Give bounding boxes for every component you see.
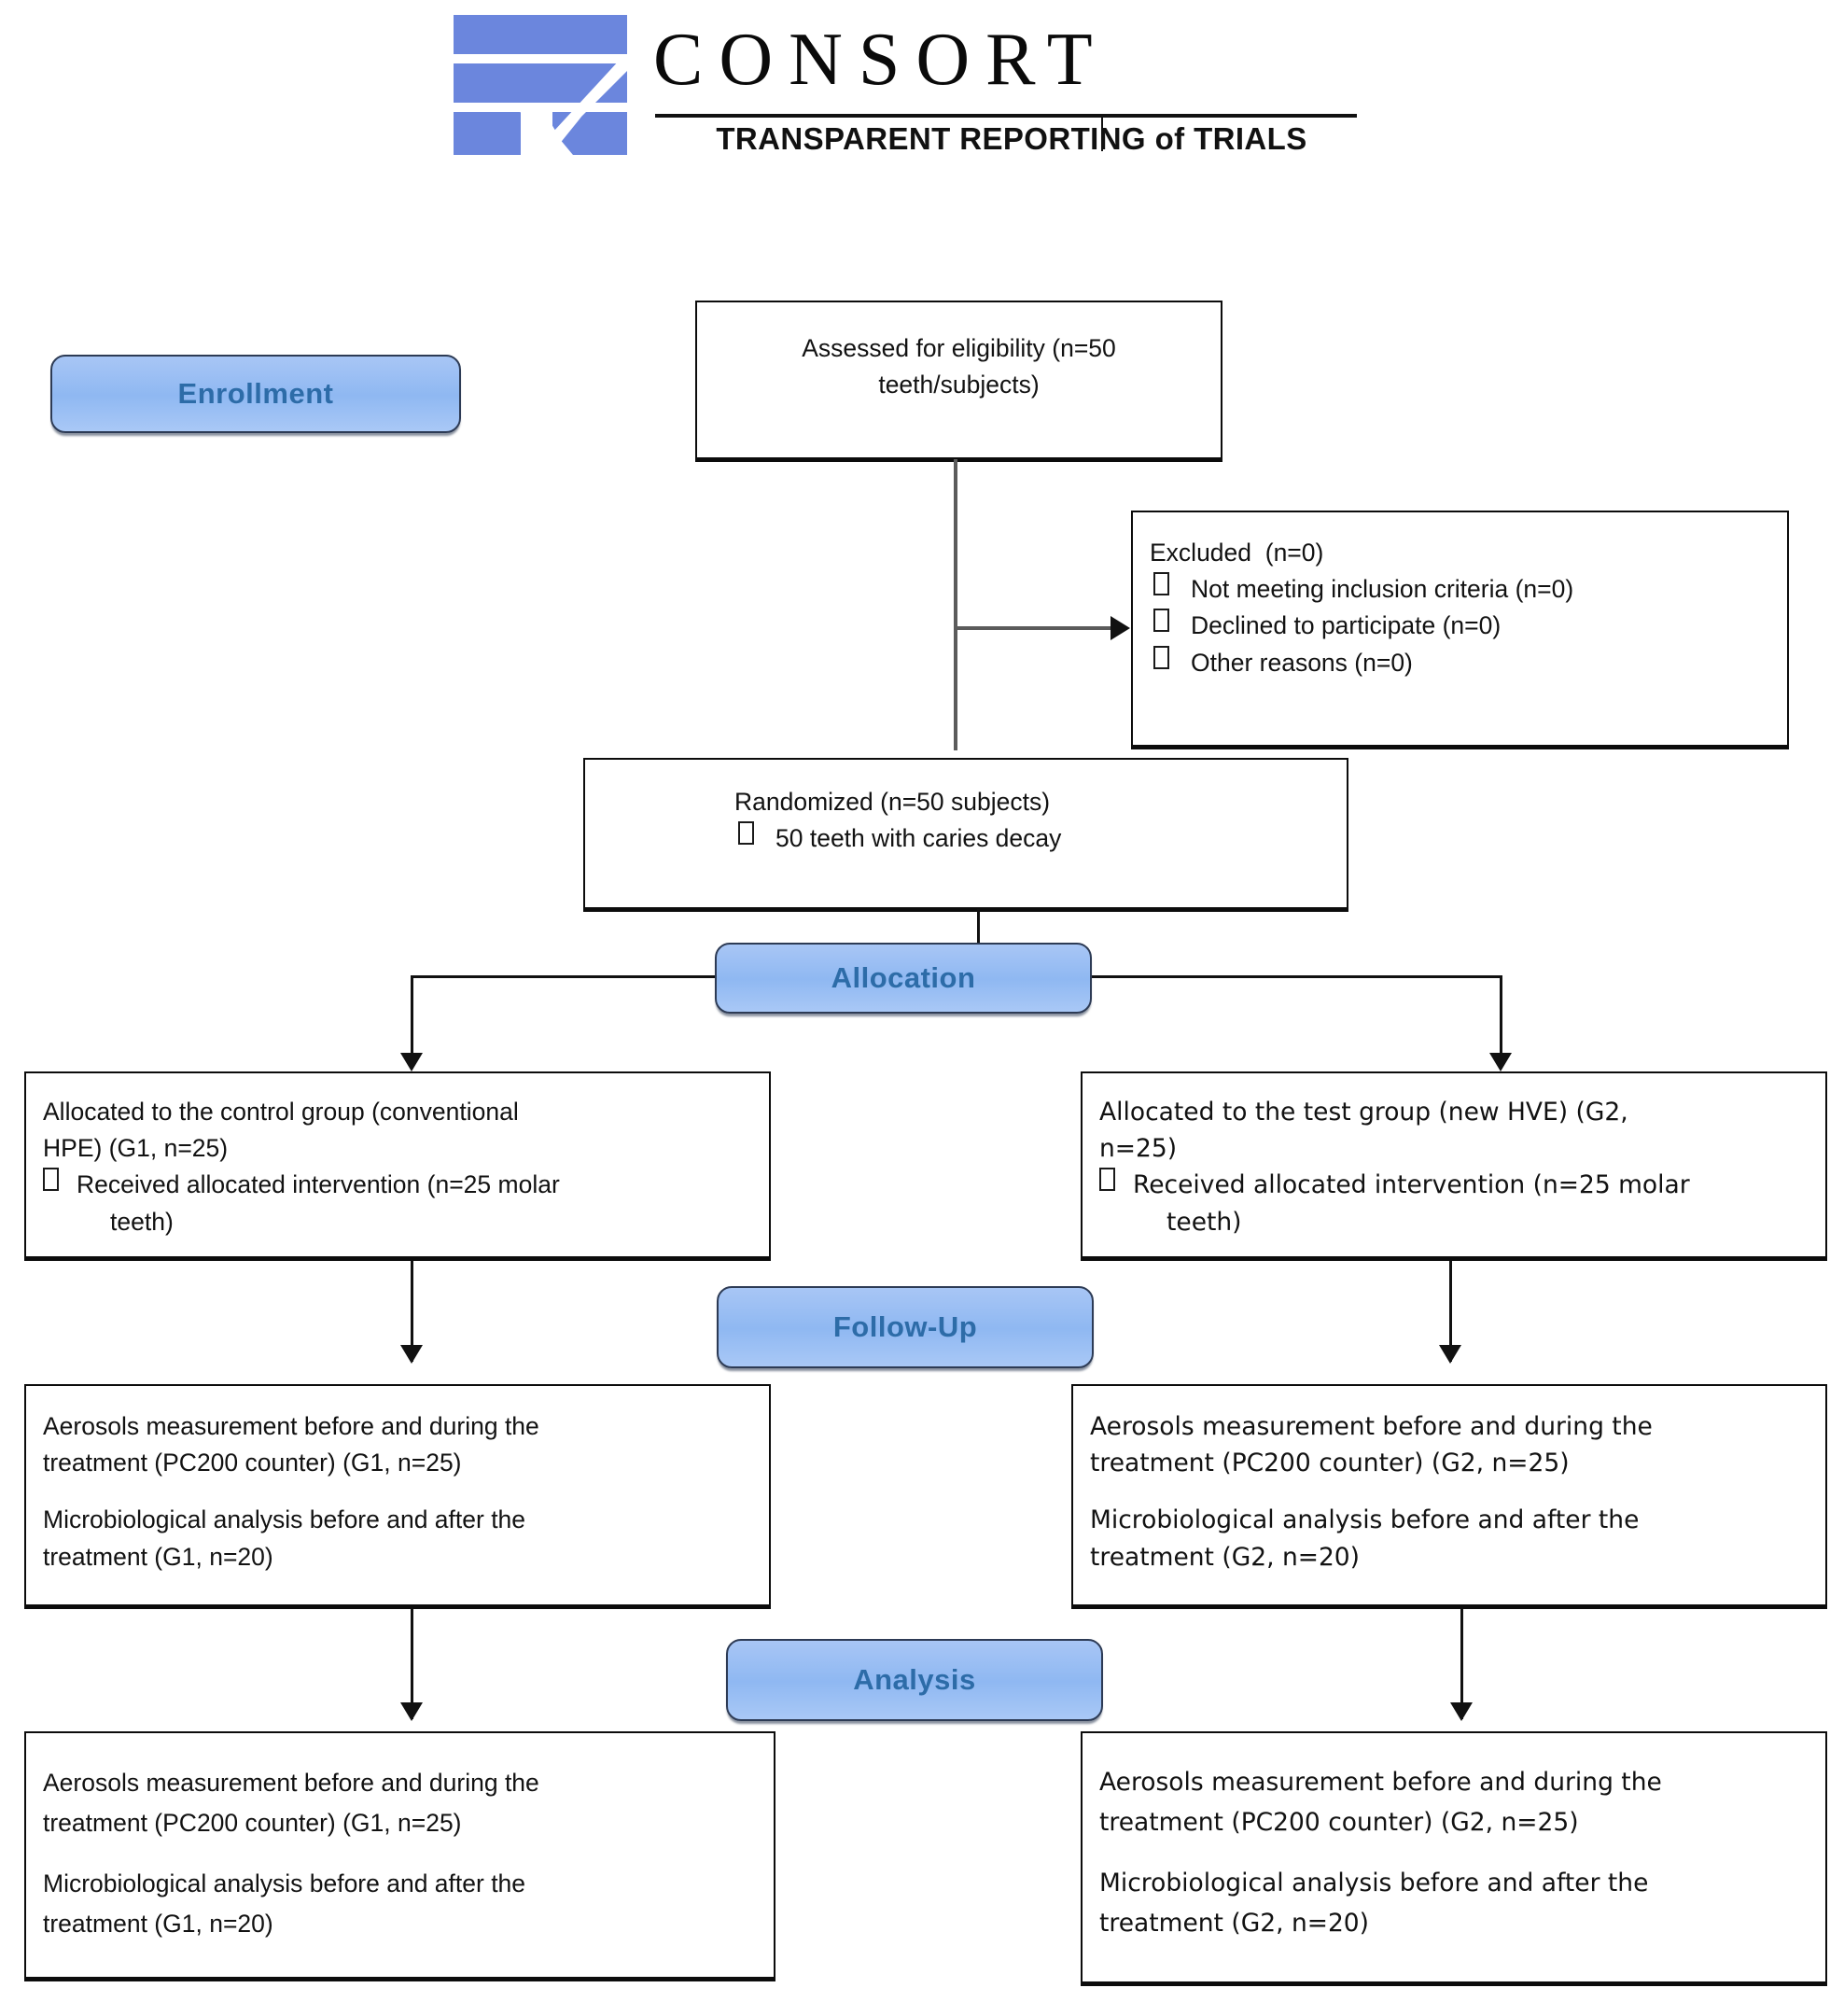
bullet-box-icon bbox=[1153, 645, 1169, 669]
phase-badge-followup: Follow-Up bbox=[717, 1286, 1094, 1368]
randomized-item: 50 teeth with caries decay bbox=[734, 820, 1309, 857]
excluded-item-1-label: Declined to participate (n=0) bbox=[1191, 611, 1502, 640]
arrowhead-analysis-right bbox=[1450, 1702, 1473, 1721]
analysis-right-p1-l2: treatment (PC200 counter) (G2, n=25) bbox=[1099, 1807, 1579, 1837]
analysis-left-p2-l1: Microbiological analysis before and afte… bbox=[43, 1869, 526, 1897]
excluded-title: Excluded (n=0) bbox=[1150, 539, 1324, 567]
consort-logo: CONSORT TRANSPARENT REPORTING of TRIALS bbox=[446, 13, 1379, 162]
excluded-item-1: Declined to participate (n=0) bbox=[1150, 608, 1774, 644]
arrowhead-to-excluded bbox=[1111, 616, 1130, 640]
randomized-item-label: 50 teeth with caries decay bbox=[775, 824, 1062, 853]
connector-follow-right-down bbox=[1460, 1609, 1463, 1719]
phase-badge-enrollment: Enrollment bbox=[50, 355, 461, 433]
box-analysis-test: Aerosols measurement before and during t… bbox=[1081, 1731, 1827, 1983]
alloc-left-bullet-cont: teeth) bbox=[110, 1207, 174, 1236]
paragraph-gap bbox=[43, 1843, 761, 1864]
analysis-left-p2-l2: treatment (G1, n=20) bbox=[43, 1909, 273, 1938]
excluded-item-0: Not meeting inclusion criteria (n=0) bbox=[1150, 571, 1774, 608]
arrowhead-follow-right bbox=[1439, 1345, 1461, 1364]
connector-eligibility-to-excluded bbox=[954, 626, 1114, 630]
bullet-box-icon bbox=[1153, 572, 1169, 596]
alloc-left-bullet-label: Received allocated intervention (n=25 mo… bbox=[77, 1170, 560, 1199]
logo-divider bbox=[655, 114, 1357, 118]
randomized-title: Randomized (n=50 subjects) bbox=[734, 788, 1051, 816]
follow-left-p2-l1: Microbiological analysis before and afte… bbox=[43, 1505, 526, 1534]
logo-bar-bottom-left bbox=[454, 112, 521, 155]
phase-badge-allocation: Allocation bbox=[715, 943, 1092, 1014]
connector-alloc-left-down bbox=[411, 1261, 413, 1362]
box-followup-test: Aerosols measurement before and during t… bbox=[1071, 1384, 1827, 1606]
analysis-left-p1-l2: treatment (PC200 counter) (G1, n=25) bbox=[43, 1808, 462, 1837]
bullet-box-icon bbox=[738, 821, 754, 846]
excluded-item-2-label: Other reasons (n=0) bbox=[1191, 648, 1413, 677]
connector-eligibility-down bbox=[954, 459, 957, 750]
follow-left-p1-l1: Aerosols measurement before and during t… bbox=[43, 1412, 539, 1440]
analysis-left-p1-l1: Aerosols measurement before and during t… bbox=[43, 1769, 539, 1797]
alloc-right-bullet-cont: teeth) bbox=[1166, 1207, 1242, 1237]
paragraph-gap bbox=[43, 1481, 756, 1502]
follow-left-p2-l2: treatment (G1, n=20) bbox=[43, 1542, 273, 1571]
consort-logo-mark bbox=[446, 13, 633, 155]
alloc-left-line-1: Allocated to the control group (conventi… bbox=[43, 1098, 519, 1126]
phase-badge-analysis: Analysis bbox=[726, 1639, 1103, 1721]
excluded-item-2: Other reasons (n=0) bbox=[1150, 645, 1774, 681]
box-allocated-control: Allocated to the control group (conventi… bbox=[24, 1071, 771, 1258]
follow-right-p1-l2: treatment (PC200 counter) (G2, n=25) bbox=[1090, 1449, 1570, 1478]
connector-alloc-right-down bbox=[1449, 1261, 1452, 1362]
connector-randomized-down bbox=[977, 909, 980, 961]
alloc-left-line-2: HPE) (G1, n=25) bbox=[43, 1134, 229, 1163]
excluded-item-0-label: Not meeting inclusion criteria (n=0) bbox=[1191, 575, 1574, 604]
alloc-left-bullet: Received allocated intervention (n=25 mo… bbox=[43, 1167, 756, 1203]
alloc-right-bullet: Received allocated intervention (n=25 mo… bbox=[1099, 1167, 1812, 1203]
arrowhead-follow-left bbox=[400, 1345, 423, 1364]
follow-left-p1-l2: treatment (PC200 counter) (G1, n=25) bbox=[43, 1449, 462, 1477]
alloc-right-bullet-label: Received allocated intervention (n=25 mo… bbox=[1133, 1170, 1690, 1200]
checkmark-icon bbox=[519, 58, 633, 155]
consort-wordmark: CONSORT bbox=[653, 19, 1109, 101]
alloc-right-line-1: Allocated to the test group (new HVE) (G… bbox=[1099, 1098, 1628, 1127]
analysis-right-p2-l1: Microbiological analysis before and afte… bbox=[1099, 1868, 1649, 1897]
logo-bar-top bbox=[454, 15, 627, 54]
bullet-box-icon bbox=[43, 1168, 59, 1192]
box-followup-control: Aerosols measurement before and during t… bbox=[24, 1384, 771, 1606]
bullet-box-icon bbox=[1153, 609, 1169, 633]
consort-tagline: TRANSPARENT REPORTING of TRIALS bbox=[716, 121, 1307, 156]
analysis-right-p1-l1: Aerosols measurement before and during t… bbox=[1099, 1768, 1662, 1797]
connector-split-left-down bbox=[411, 975, 413, 1069]
eligibility-line-2: teeth/subjects) bbox=[878, 371, 1040, 399]
box-analysis-control: Aerosols measurement before and during t… bbox=[24, 1731, 775, 1979]
connector-split-right-down bbox=[1500, 975, 1502, 1069]
eligibility-line-1: Assessed for eligibility (n=50 bbox=[802, 334, 1116, 362]
arrowhead-alloc-left bbox=[400, 1053, 423, 1071]
arrowhead-analysis-left bbox=[400, 1702, 423, 1721]
box-randomized: Randomized (n=50 subjects) 50 teeth with… bbox=[583, 758, 1348, 909]
alloc-right-line-2: n=25) bbox=[1099, 1134, 1178, 1164]
analysis-right-p2-l2: treatment (G2, n=20) bbox=[1099, 1908, 1370, 1938]
box-allocated-test: Allocated to the test group (new HVE) (G… bbox=[1081, 1071, 1827, 1258]
box-excluded: Excluded (n=0) Not meeting inclusion cri… bbox=[1131, 511, 1789, 747]
connector-follow-left-down bbox=[411, 1609, 413, 1719]
follow-right-p2-l2: treatment (G2, n=20) bbox=[1090, 1542, 1361, 1572]
box-assessed-eligibility: Assessed for eligibility (n=50 teeth/sub… bbox=[695, 301, 1222, 459]
follow-right-p2-l1: Microbiological analysis before and afte… bbox=[1090, 1505, 1640, 1535]
logo-stem bbox=[1101, 116, 1103, 151]
bullet-box-icon bbox=[1099, 1168, 1115, 1192]
arrowhead-alloc-right bbox=[1489, 1053, 1512, 1071]
paragraph-gap bbox=[1090, 1481, 1812, 1502]
follow-right-p1-l1: Aerosols measurement before and during t… bbox=[1090, 1412, 1653, 1441]
paragraph-gap bbox=[1099, 1843, 1812, 1864]
